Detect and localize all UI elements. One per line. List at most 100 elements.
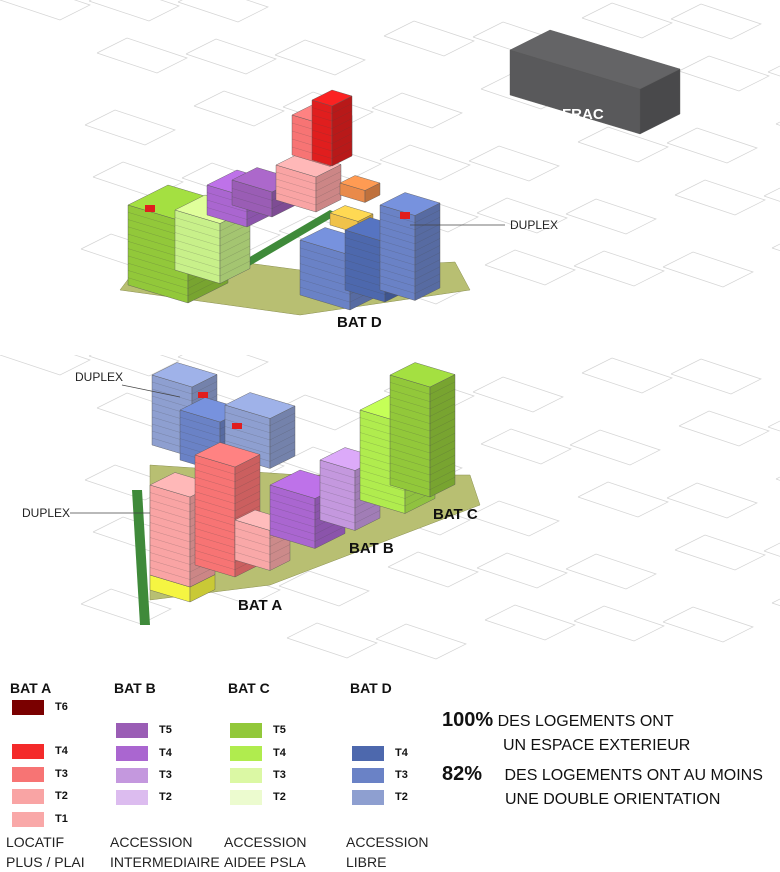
floor-line [429,396,456,410]
floor-line [174,254,221,269]
legend-swatch [12,700,44,715]
floor-line [269,513,316,528]
stat-text: UN ESPACE EXTERIEUR [503,737,691,754]
floor-line [315,171,342,185]
stat-text: UNE DOUBLE ORIENTATION [505,791,721,808]
floor-line [414,259,441,273]
bat-a-block [275,152,342,213]
floor-line [311,114,333,122]
floor-line [234,469,261,482]
floor-line [179,416,221,430]
floor-line [354,510,381,524]
bat-b-label: BAT B [349,540,394,557]
floor-line [269,499,316,513]
legend-label: T3 [395,769,408,781]
floor-line [149,492,191,505]
floor-line [151,395,193,409]
floor-line [275,178,317,192]
duplex-marker [400,212,410,219]
floor-line [275,171,317,185]
floor-line [389,389,431,402]
legend-label: T2 [159,791,172,803]
floor-line [319,512,356,524]
floor-line [234,505,261,519]
roof [194,442,261,468]
legend-label: T4 [159,747,172,759]
context-building-outline [480,428,572,465]
bat-c-block [389,362,456,498]
context-building-outline [185,38,277,75]
floor-line [379,282,416,294]
context-building-outline [468,145,560,182]
context-building-outline [92,161,184,198]
context-building-outline [771,598,780,607]
floor-line [269,527,316,542]
duplex-label: DUPLEX [22,506,71,520]
legend-swatch [352,746,384,761]
floor-line [379,219,416,230]
floor-line [429,403,456,417]
duplex-marker [145,205,155,212]
floor-line [149,514,191,528]
floor-line [194,491,236,504]
legend-label: T3 [273,769,286,781]
context-building-outline [581,2,673,39]
front-face [194,454,236,578]
legend-swatch [230,790,262,805]
context-building-outline [763,542,780,557]
floor-line [269,552,291,563]
floor-line [194,476,236,490]
legend-swatch [230,723,262,738]
floor-line [234,535,271,547]
floor-line [311,107,333,114]
legend-tenure: ACCESSION [224,834,307,850]
floor-line [149,552,191,565]
context-building-outline [88,355,180,377]
floor-line [414,209,441,223]
floor-line [194,513,236,526]
context-building-outline [484,249,576,286]
floor-line [344,274,386,288]
legend-tenure: AIDEE PSLA [224,854,306,870]
floor-line [311,152,333,159]
floor-line [414,266,441,280]
floor-line [344,244,386,258]
floor-line [379,233,416,244]
floor-line [174,224,221,239]
floor-line [379,211,416,223]
bat-c-label: BAT C [433,506,478,523]
floor-line [319,467,356,479]
duplex-marker [198,392,208,398]
stat-text: DES LOGEMENTS ONT [497,713,674,730]
floor-line [311,122,333,129]
floor-line [344,282,386,295]
top-axonometric-view [0,0,780,316]
floor-line [331,125,353,137]
floor-line [319,489,356,501]
floor-line [319,482,356,494]
stat-value: 82% [442,763,483,785]
legend-swatch [12,789,44,804]
floor-line [234,483,261,497]
floor-line [389,382,431,395]
floor-line [429,418,456,432]
floor-line [379,261,416,273]
context-building-outline [375,623,467,660]
floor-line [224,411,271,426]
floor-line [429,477,456,490]
floor-line [234,551,271,563]
floor-line [331,103,353,114]
floor-line [354,502,381,516]
floor-line [149,499,191,513]
floor-line [127,270,189,289]
floor-line [389,396,431,410]
floor-line [414,224,441,237]
context-building-outline [573,250,665,287]
context-building-outline [383,20,475,57]
floor-line [299,286,351,303]
floor-line [174,232,221,247]
floor-line [389,404,431,417]
floor-line [344,252,386,265]
floor-line [269,506,316,521]
floor-line [206,199,248,213]
